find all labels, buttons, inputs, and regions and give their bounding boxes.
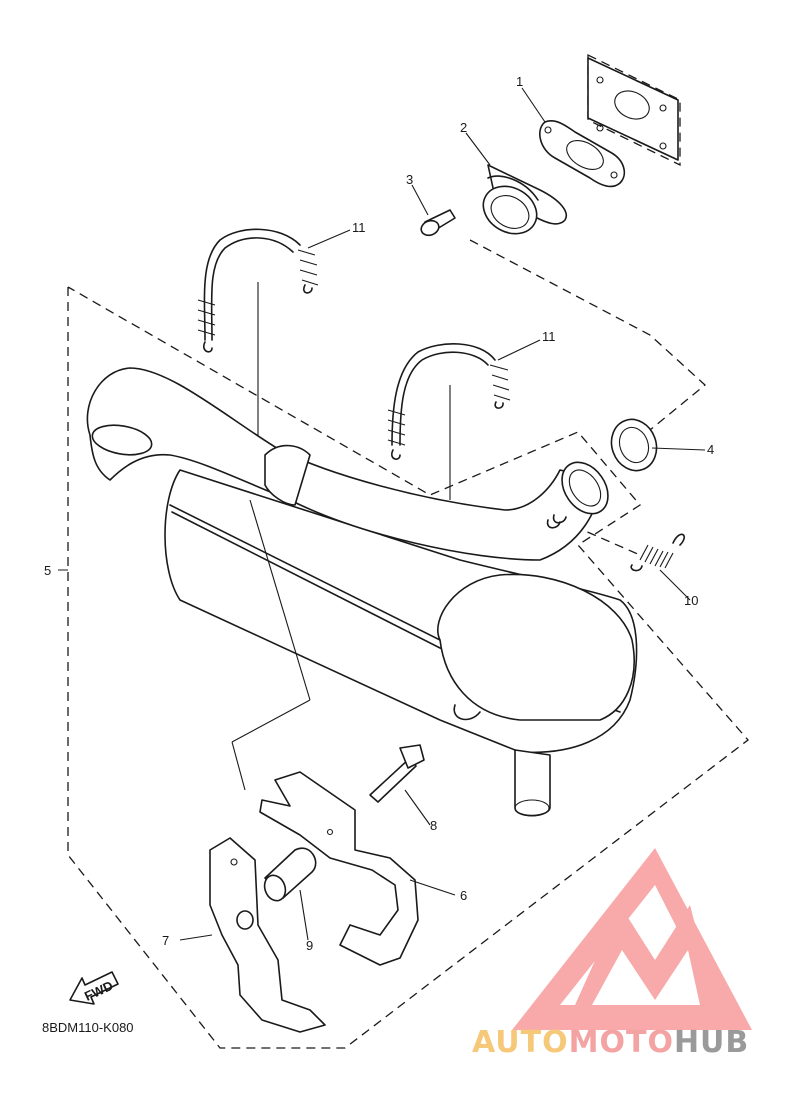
part-11-spring-upper	[197, 228, 319, 470]
part-10-spring	[630, 533, 685, 572]
watermark-logo-icon	[512, 848, 752, 1030]
assembly-outline	[67, 286, 749, 1049]
part-2-exhaust-joint	[482, 164, 567, 235]
callout-1: 1	[516, 74, 523, 89]
part-7-clamp	[209, 837, 326, 1033]
gasket-block	[587, 53, 681, 167]
watermark-text: AUTOMOTOHUB	[472, 1025, 749, 1060]
callout-11-lower: 11	[542, 329, 556, 344]
callout-10: 10	[684, 593, 698, 608]
part-11-spring-lower	[387, 343, 511, 500]
part-3-bolt	[420, 209, 456, 237]
watermark-auto: AUTO	[472, 1025, 569, 1060]
forward-arrow-icon: FWD	[69, 971, 119, 1005]
callout-7: 7	[162, 933, 169, 948]
callout-5: 5	[44, 563, 51, 578]
part-1-gasket	[539, 120, 626, 188]
muffler-assembly	[86, 367, 638, 817]
watermark-moto: MOTO	[569, 1025, 674, 1060]
callout-2: 2	[460, 120, 467, 135]
part-6-bracket	[259, 771, 419, 966]
diagram-code: 8BDM110-K080	[42, 1020, 134, 1035]
callout-11-upper: 11	[352, 220, 366, 235]
part-9-damper	[263, 847, 317, 902]
callout-8: 8	[430, 818, 437, 833]
callout-9: 9	[306, 938, 313, 953]
fwd-label: FWD	[82, 978, 115, 1004]
callout-6: 6	[460, 888, 467, 903]
watermark-hub: HUB	[674, 1025, 749, 1060]
part-4-gasket-ring	[610, 418, 658, 472]
part-8-bolt	[369, 744, 425, 803]
callout-4: 4	[707, 442, 714, 457]
callout-3: 3	[406, 172, 413, 187]
